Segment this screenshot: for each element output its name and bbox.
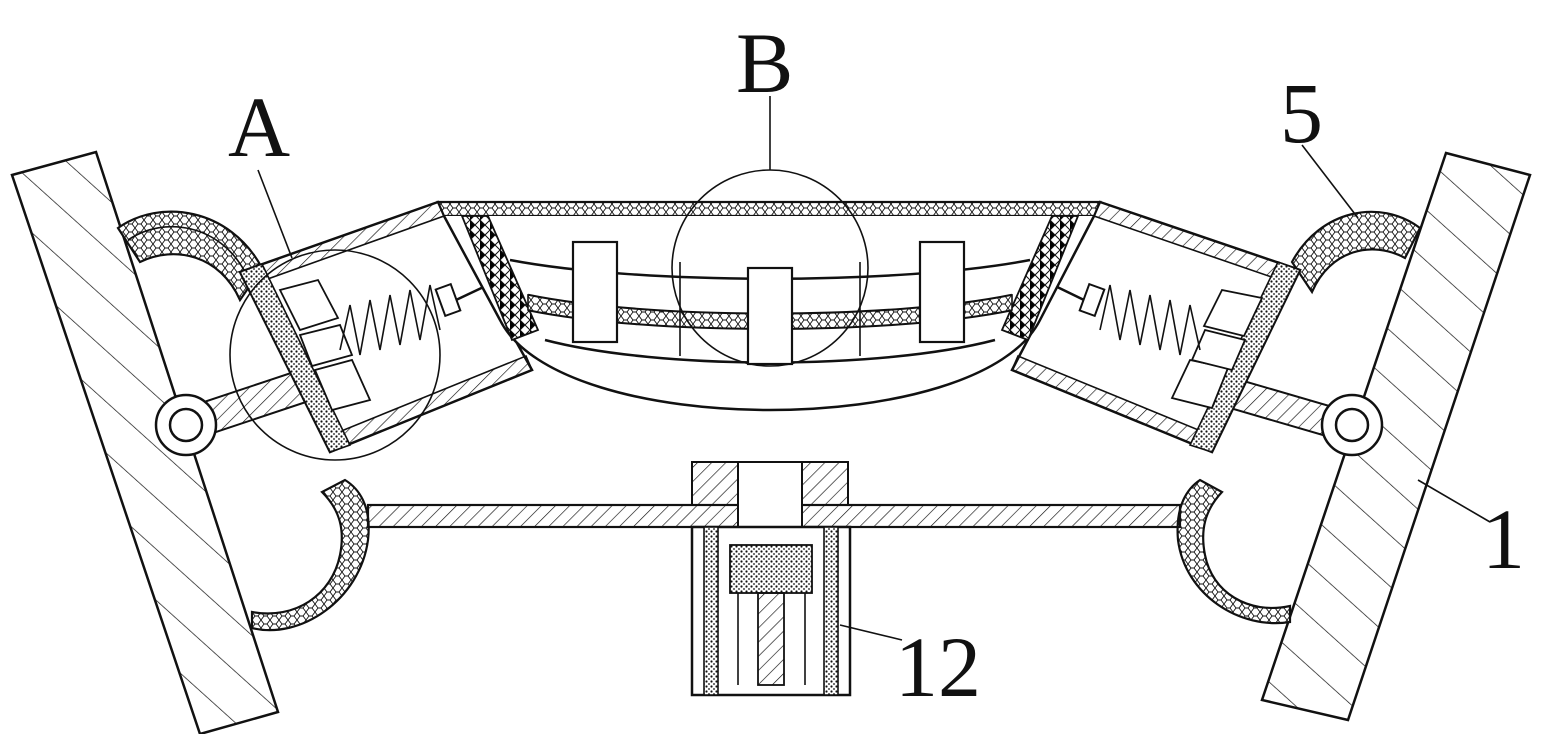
label-5: 5 [1280, 65, 1323, 161]
label-12: 12 [895, 619, 981, 715]
label-1: 1 [1482, 491, 1525, 587]
central-bowl [436, 200, 1102, 412]
label-b: B [736, 15, 793, 111]
right-spring [1013, 264, 1201, 356]
right-suction-cups [1176, 210, 1422, 625]
right-wall-panel [1260, 151, 1532, 722]
label-a: A [228, 79, 290, 175]
right-pivot-joint [1228, 378, 1384, 457]
base-beam [366, 461, 1182, 529]
left-pivot-joint [154, 368, 314, 457]
detail-circle-a [229, 249, 441, 461]
leader-lines [257, 96, 1491, 641]
outlet-pipe [690, 525, 852, 697]
left-wall-panel [10, 150, 280, 734]
left-suction-cups [116, 210, 370, 632]
